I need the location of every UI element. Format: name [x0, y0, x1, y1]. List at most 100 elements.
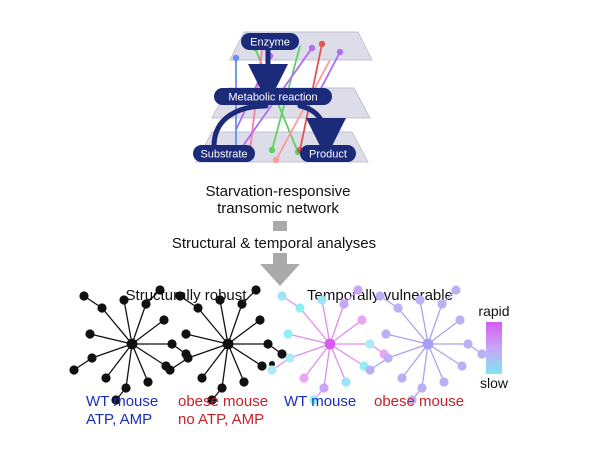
network-node: [257, 361, 267, 371]
network-edge: [329, 303, 345, 345]
enzyme-pill: Enzyme: [241, 33, 299, 50]
network-node: [277, 291, 287, 301]
network-node: [383, 353, 393, 363]
network-edge: [101, 307, 133, 345]
link: [275, 59, 331, 161]
network-node: [353, 285, 363, 295]
network-node: [237, 299, 247, 309]
network-node: [463, 339, 473, 349]
network-node: [381, 329, 391, 339]
no-atp-amp-label: no ATP, AMP: [178, 411, 264, 428]
network-node: [267, 365, 277, 375]
network-node: [415, 295, 425, 305]
speed-scale-bar: [486, 322, 502, 374]
substrate-pill: Substrate: [193, 145, 255, 162]
network-edge: [385, 333, 429, 345]
network-edge: [227, 319, 261, 345]
enzyme-label: Enzyme: [250, 37, 290, 49]
substrate-curve: [211, 103, 269, 149]
network-edge: [427, 319, 461, 345]
network-node: [69, 365, 79, 375]
network-edge: [131, 319, 165, 345]
network-caption-line1: Starvation-responsive: [205, 183, 350, 200]
network-node: [295, 303, 305, 313]
wt-structural-network: [69, 285, 191, 405]
network-node: [239, 377, 249, 387]
network-node: [159, 315, 169, 325]
network-node: [215, 295, 225, 305]
network-edge: [131, 343, 167, 367]
network-node: [97, 303, 107, 313]
network-node: [417, 383, 427, 393]
network-edge: [427, 343, 445, 383]
network-edge: [427, 343, 463, 367]
node: [232, 54, 240, 62]
obese-mouse-label-1: obese mouse: [178, 393, 268, 410]
network-edge: [387, 343, 429, 359]
network-edge: [131, 303, 147, 345]
down-arrow-icon: [260, 253, 300, 286]
network-edge: [329, 343, 347, 383]
network-edge: [323, 343, 331, 389]
network-edge: [329, 343, 365, 367]
network-node: [439, 377, 449, 387]
network-node: [165, 365, 175, 375]
network-node: [393, 303, 403, 313]
network-edge: [401, 343, 429, 379]
network-node: [357, 315, 367, 325]
node: [318, 40, 326, 48]
network-edge: [303, 343, 331, 379]
network-hub-node: [324, 338, 336, 350]
network-hub-node: [222, 338, 234, 350]
reaction-arrows: [211, 47, 346, 158]
network-node: [85, 329, 95, 339]
node: [272, 156, 280, 164]
network-edge: [299, 307, 331, 345]
obese-structural-network: [165, 285, 287, 405]
network-edge: [105, 343, 133, 379]
wt-mouse-label-1: WT mouse: [86, 393, 158, 410]
node: [336, 48, 344, 56]
network-node: [197, 373, 207, 383]
network-edge: [227, 343, 263, 367]
network-node: [121, 383, 131, 393]
network-node: [283, 329, 293, 339]
network-node: [299, 373, 309, 383]
network-edge: [329, 319, 363, 345]
network-edge: [201, 343, 229, 379]
network-edge: [227, 343, 245, 383]
network-edge: [421, 343, 429, 389]
scale-slow-label: slow: [480, 375, 509, 391]
reaction-label: Metabolic reaction: [228, 92, 317, 104]
network-edge: [185, 333, 229, 345]
network-node: [263, 339, 273, 349]
network-node: [375, 291, 385, 301]
product-curve: [297, 103, 346, 158]
network-node: [365, 339, 375, 349]
network-edge: [197, 307, 229, 345]
network-node: [437, 299, 447, 309]
node: [268, 146, 276, 154]
network-node: [207, 395, 217, 405]
wt-temporal-network: [267, 285, 389, 405]
network-node: [175, 291, 185, 301]
network-edge: [89, 333, 133, 345]
network-node: [167, 339, 177, 349]
analysis-label: Structural & temporal analyses: [172, 235, 376, 252]
network-caption-line2: transomic network: [217, 200, 339, 217]
network-node: [285, 353, 295, 363]
network-node: [193, 303, 203, 313]
network-edge: [221, 343, 229, 389]
network-edge: [289, 343, 331, 359]
network-node: [319, 383, 329, 393]
network-node: [477, 349, 487, 359]
network-node: [255, 315, 265, 325]
network-node: [119, 295, 129, 305]
network-node: [455, 315, 465, 325]
substrate-label: Substrate: [200, 149, 247, 161]
network-edge: [125, 343, 133, 389]
separator-dot: [269, 361, 275, 367]
network-node: [87, 353, 97, 363]
network-node: [181, 329, 191, 339]
